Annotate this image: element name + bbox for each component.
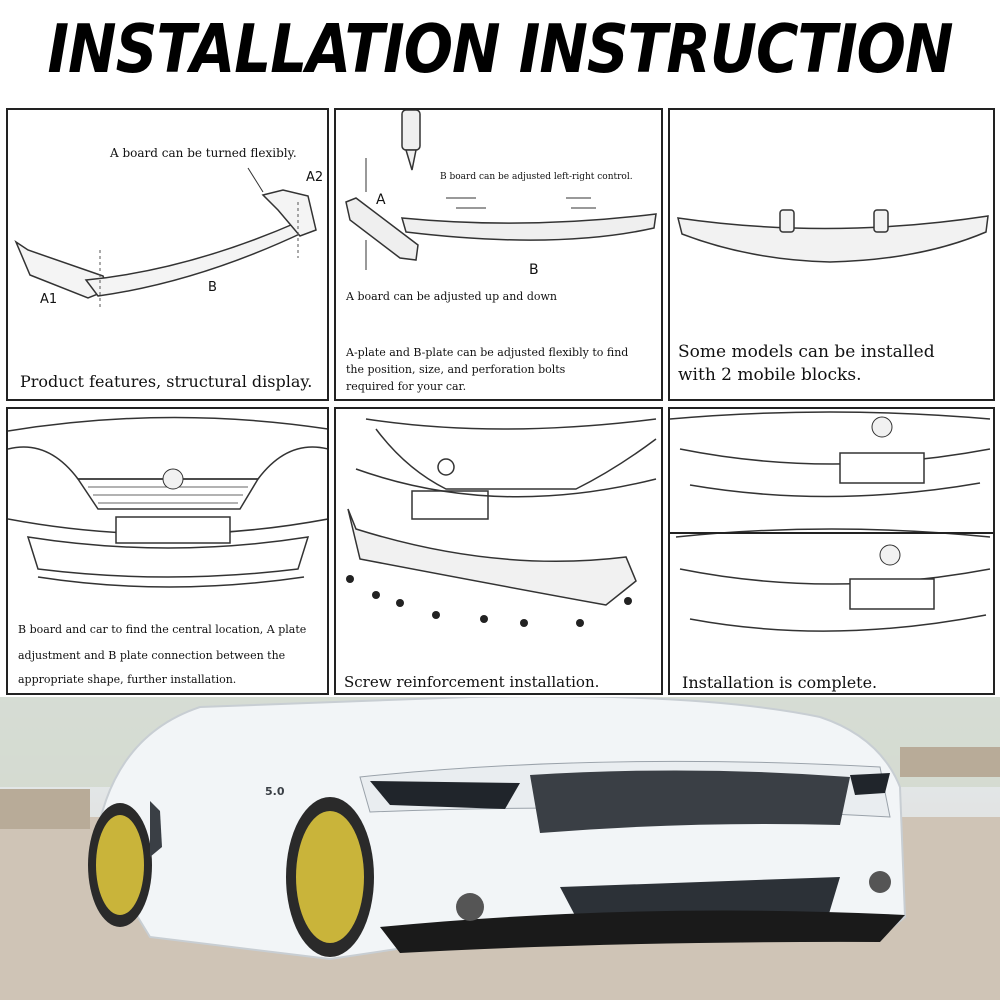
panel-central-location: B board and car to find the central loca… bbox=[6, 407, 329, 695]
white-sports-car-illustration bbox=[0, 697, 1000, 1000]
note-b-board-left-right: B board can be adjusted left-right contr… bbox=[440, 172, 633, 182]
panel-caption: Screw reinforcement installation. bbox=[344, 673, 600, 691]
panel-caption-line-1: B board and car to find the central loca… bbox=[18, 623, 307, 636]
label-b: B bbox=[529, 262, 539, 278]
panel-caption-line-1: A-plate and B-plate can be adjusted flex… bbox=[346, 346, 629, 359]
panel-caption-line-2: adjustment and B plate connection betwee… bbox=[18, 649, 286, 662]
page-title: INSTALLATION INSTRUCTION bbox=[47, 10, 953, 89]
panel-installation-complete: Installation is complete. bbox=[668, 407, 995, 695]
panel-caption-line-3: appropriate shape, further installation. bbox=[18, 673, 237, 686]
label-a: A bbox=[376, 192, 386, 208]
completed-car-sketches-illustration bbox=[670, 411, 993, 632]
panel-caption-line-1: Some models can be installed bbox=[678, 342, 935, 362]
panel-caption-line-3: required for your car. bbox=[346, 380, 467, 393]
label-b: B bbox=[208, 280, 217, 295]
car-photo: 5.0 bbox=[0, 697, 1000, 1000]
note-a-board-up-down: A board can be adjusted up and down bbox=[346, 290, 557, 303]
panel-caption-line-2: the position, size, and perforation bolt… bbox=[346, 363, 566, 376]
label-a1: A1 bbox=[40, 292, 58, 307]
badge-50: 5.0 bbox=[265, 785, 285, 798]
panel-caption: Product features, structural display. bbox=[20, 372, 313, 391]
panel-caption-line-2: with 2 mobile blocks. bbox=[678, 365, 862, 385]
panel-adjustment: B board can be adjusted left-right contr… bbox=[334, 108, 663, 401]
panel-mobile-blocks: Some models can be installed with 2 mobi… bbox=[668, 108, 995, 401]
screw-installation-illustration bbox=[346, 418, 657, 627]
label-a2: A2 bbox=[306, 170, 324, 185]
panel-screw-reinforcement: Screw reinforcement installation. bbox=[334, 407, 663, 695]
adjustment-diagram-illustration bbox=[345, 110, 657, 270]
panel-caption: Installation is complete. bbox=[682, 673, 878, 692]
note-a-board-turned: A board can be turned flexibly. bbox=[110, 146, 297, 160]
mobile-blocks-illustration bbox=[677, 209, 989, 263]
spoiler-diagram-illustration bbox=[14, 167, 317, 310]
car-front-sketch-illustration bbox=[8, 416, 327, 588]
panel-structural-display: A board can be turned flexibly. A2 A1 B … bbox=[6, 108, 329, 401]
